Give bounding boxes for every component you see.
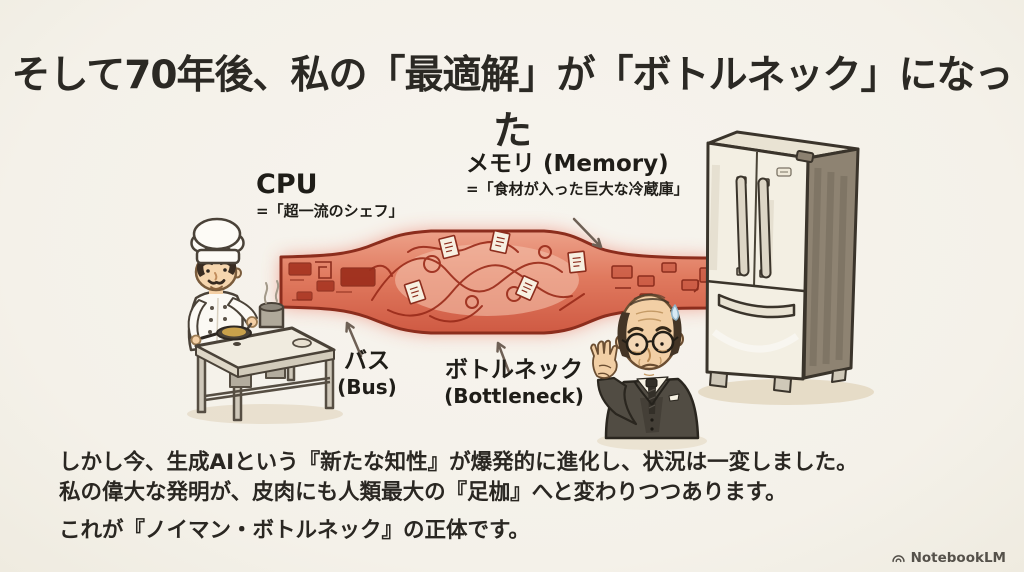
cpu-label: CPU <box>256 169 318 200</box>
bus-label-group: バス (Bus) <box>308 348 426 399</box>
bus-pipe <box>279 229 715 335</box>
cpu-sublabel: =「超一流のシェフ」 <box>256 202 404 221</box>
body-line-3: これが『ノイマン・ボトルネック』の正体です。 <box>59 518 530 543</box>
refrigerator-illustration <box>705 130 860 393</box>
bottleneck-label-group: ボトルネック (Bottleneck) <box>430 357 598 408</box>
annotation-arrows <box>345 217 603 374</box>
body-line-1: しかし今、生成AIという『新たな知性』が爆発的に進化し、状況は一変しました。 <box>59 450 858 475</box>
fridge-logo-badge <box>776 167 792 177</box>
frying-pan <box>200 325 252 346</box>
raised-hand <box>590 339 618 379</box>
bottleneck-arrow <box>496 341 511 374</box>
von-neumann-illustration <box>590 293 700 440</box>
steaming-pot <box>258 280 285 329</box>
round-glasses <box>621 330 679 356</box>
cpu-label-group: CPU =「超一流のシェフ」 <box>256 169 404 221</box>
bus-label: バス <box>344 348 390 374</box>
pipe-packets-right <box>611 262 711 303</box>
memory-label-group: メモリ (Memory) =「食材が入った巨大な冷蔵庫」 <box>466 151 689 198</box>
bottleneck-label: ボトルネック <box>445 357 583 383</box>
pipe-tangle <box>369 240 585 323</box>
chef-illustration <box>187 217 336 422</box>
memory-sublabel: =「食材が入った巨大な冷蔵庫」 <box>466 179 689 198</box>
memory-arrow <box>572 217 603 249</box>
slide-title: そして70年後、私の「最適解」が「ボトルネック」になった <box>11 53 1013 154</box>
brand-footer: NotebookLM <box>891 550 1006 566</box>
fridge-door-handles <box>735 175 772 279</box>
notebooklm-logo-icon <box>891 554 905 562</box>
memory-label: メモリ (Memory) <box>466 151 669 177</box>
bottleneck-sublabel: (Bottleneck) <box>444 383 584 408</box>
bus-arrow <box>345 321 363 358</box>
chef-hat <box>190 217 245 265</box>
sweat-drop <box>671 304 680 321</box>
bus-sublabel: (Bus) <box>337 374 397 399</box>
body-text: しかし今、生成AIという『新たな知性』が爆発的に進化し、状況は一変しました。 私… <box>59 448 858 546</box>
brand-name: NotebookLM <box>910 550 1006 566</box>
pipe-packets-left <box>288 261 376 301</box>
body-line-2: 私の偉大な発明が、皮肉にも人類最大の『足枷』へと変わりつつあります。 <box>59 480 787 505</box>
